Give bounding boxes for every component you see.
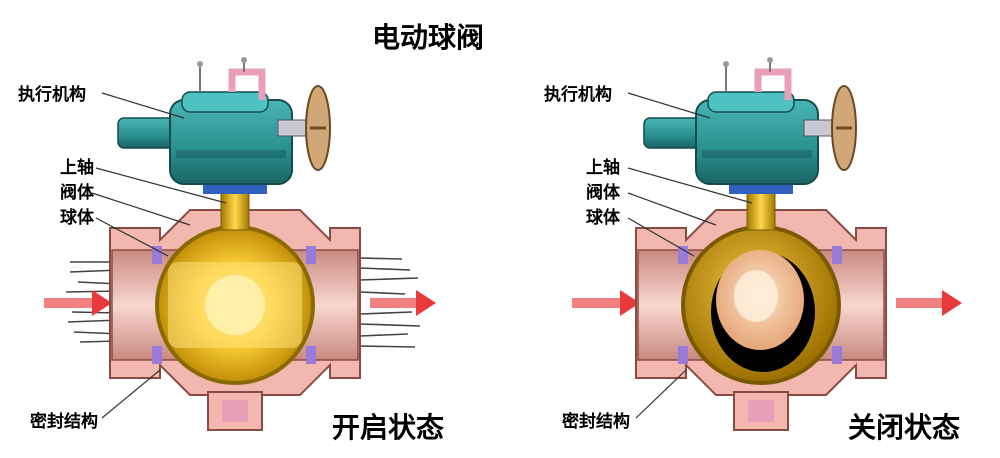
- flow-arrow-out-left: [370, 290, 436, 316]
- label-seal-right: 密封结构: [562, 412, 630, 432]
- state-closed-label: 关闭状态: [848, 411, 961, 444]
- closed-valve-illustration: [572, 57, 962, 431]
- label-seal-left: 密封结构: [30, 412, 98, 432]
- open-valve-illustration: [44, 57, 436, 431]
- label-body-right: 阀体: [586, 183, 620, 203]
- diagram-title: 电动球阀: [372, 21, 485, 54]
- state-open-label: 开启状态: [332, 411, 445, 444]
- label-stem-left: 上轴: [60, 158, 94, 178]
- label-body-left: 阀体: [60, 183, 94, 203]
- flow-arrow-in-left: [44, 290, 112, 316]
- flow-arrow-out-right: [896, 290, 962, 316]
- flow-arrow-in-right: [572, 290, 640, 316]
- label-ball-right: 球体: [586, 208, 620, 228]
- flow-streaks-left: [65, 257, 421, 348]
- label-ball-left: 球体: [60, 208, 94, 228]
- label-actuator-right: 执行机构: [544, 85, 612, 105]
- label-actuator-left: 执行机构: [18, 85, 86, 105]
- label-stem-right: 上轴: [586, 158, 620, 178]
